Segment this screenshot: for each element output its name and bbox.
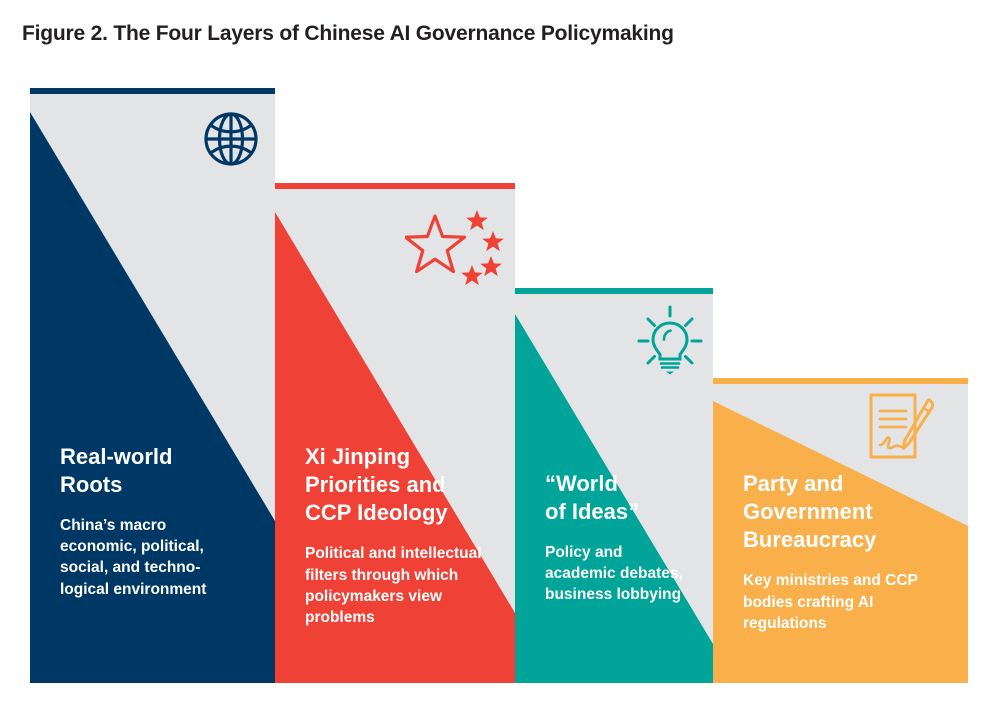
layer-heading-world-of-ideas: “World of Ideas” xyxy=(545,471,640,525)
layer-top-bar-party-and-government-bureaucracy xyxy=(713,378,968,384)
layer-heading-xi-jinping-priorities: Xi Jinping Priorities and CCP Ideology xyxy=(305,444,448,526)
layer-body-xi-jinping-priorities: Political and intellectual filters throu… xyxy=(305,545,482,626)
page-title: Figure 2. The Four Layers of Chinese AI … xyxy=(22,22,674,45)
layer-column-party-and-government-bureaucracy[interactable]: Party and Government Bureaucracy Key min… xyxy=(713,378,968,683)
layer-body-world-of-ideas: Policy and academic debates, business lo… xyxy=(545,544,683,604)
lightbulb-icon xyxy=(637,305,703,375)
document-pen-icon xyxy=(863,391,939,463)
layer-column-xi-jinping-priorities[interactable]: Xi Jinping Priorities and CCP Ideology P… xyxy=(275,183,515,683)
layer-heading-real-world-roots: Real-world Roots xyxy=(60,444,173,498)
chinese-flag-stars-icon xyxy=(405,208,505,286)
layer-top-bar-xi-jinping-priorities xyxy=(275,183,515,189)
layer-text-real-world-roots: Real-world Roots China’s macro economic,… xyxy=(60,443,261,600)
layer-text-world-of-ideas: “World of Ideas” Policy and academic deb… xyxy=(545,470,699,606)
layer-text-xi-jinping-priorities: Xi Jinping Priorities and CCP Ideology P… xyxy=(305,443,501,628)
layer-text-party-and-government-bureaucracy: Party and Government Bureaucracy Key min… xyxy=(743,470,954,634)
layer-wedge-real-world-roots xyxy=(30,94,275,683)
layer-column-world-of-ideas[interactable]: “World of Ideas” Policy and academic deb… xyxy=(515,288,713,683)
layer-top-bar-real-world-roots xyxy=(30,88,275,94)
layer-heading-party-and-government-bureaucracy: Party and Government Bureaucracy xyxy=(743,471,877,553)
layer-top-bar-world-of-ideas xyxy=(515,288,713,294)
globe-icon xyxy=(202,110,260,168)
layer-body-real-world-roots: China’s macro economic, political, socia… xyxy=(60,517,207,598)
layer-column-real-world-roots[interactable]: Real-world Roots China’s macro economic,… xyxy=(30,88,275,683)
layer-body-party-and-government-bureaucracy: Key ministries and CCP bodies crafting A… xyxy=(743,572,918,632)
layer-wedge-xi-jinping-priorities xyxy=(275,189,515,683)
layer-wedge-party-and-government-bureaucracy xyxy=(713,384,968,683)
layer-wedge-world-of-ideas xyxy=(515,294,713,683)
